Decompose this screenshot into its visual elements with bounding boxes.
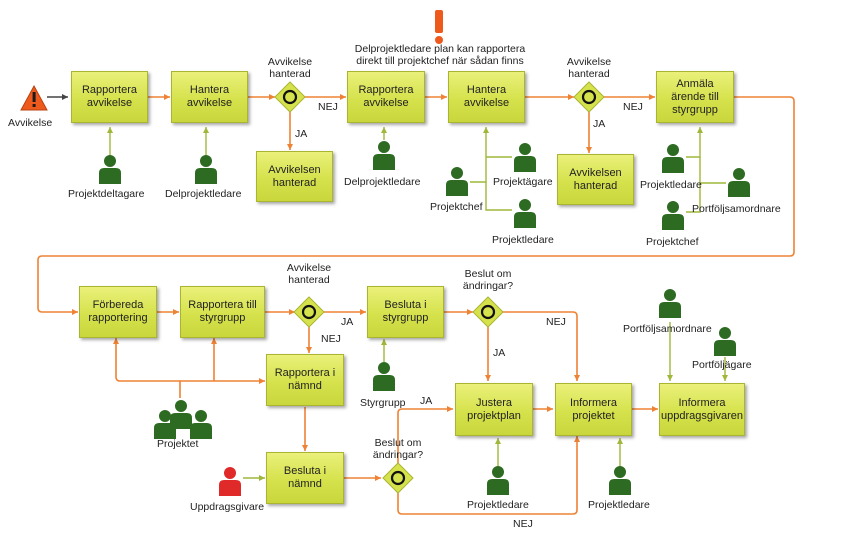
role-portfoljsamordnare-2: Portföljsamordnare	[623, 323, 712, 335]
flow-g5-informera-proj	[397, 436, 580, 515]
role-projektledare-4: Projektledare	[588, 499, 650, 511]
exclamation-icon	[435, 10, 443, 44]
task-justera-projektplan[interactable]: Justera projektplan	[455, 383, 533, 436]
annotation-text: Delprojektledare plan kan rapportera dir…	[354, 43, 526, 67]
role-projektledare-1: Projektledare	[492, 234, 554, 246]
person-uppdragsgivare-icon	[219, 467, 241, 496]
flow-g4-informera-proj	[502, 311, 580, 381]
person-delprojektledare2-icon	[373, 141, 395, 170]
associations	[107, 127, 728, 481]
role-delprojektledare-2: Delprojektledare	[344, 176, 421, 188]
task-informera-uppdragsgivaren[interactable]: Informera uppdragsgivaren	[659, 383, 745, 436]
person-projektdeltagare-icon	[99, 155, 121, 184]
group-projektet-icon	[154, 400, 212, 439]
task-rapportera-avvikelse-2[interactable]: Rapportera avvikelse	[347, 71, 425, 123]
sequence-flows	[37, 94, 795, 515]
task-avvikelsen-hanterad-1[interactable]: Avvikelsen hanterad	[256, 151, 333, 202]
gateway-g2	[573, 81, 605, 113]
person-projektagare-icon	[514, 143, 536, 172]
task-anmala-arende[interactable]: Anmäla ärende till styrgrupp	[656, 71, 734, 123]
person-delprojektledare1-icon	[195, 155, 217, 184]
person-projektchef2-icon	[662, 201, 684, 230]
flow-anmala-forbereda	[37, 96, 795, 315]
gateway-g1	[274, 81, 306, 113]
role-portfoljsamordnare-1: Portföljsamordnare	[692, 203, 781, 215]
flow-label-nej-g5: NEJ	[513, 518, 533, 530]
start-event-label: Avvikelse	[8, 117, 53, 129]
role-delprojektledare-1: Delprojektledare	[165, 188, 242, 200]
person-projektledare4-icon	[609, 466, 631, 495]
gateway-g3-label: Avvikelse hanterad	[286, 262, 332, 286]
flow-label-nej-g2: NEJ	[623, 101, 643, 113]
gateway-g4	[472, 296, 504, 328]
task-besluta-i-styrgrupp[interactable]: Besluta i styrgrupp	[367, 286, 444, 338]
person-portfoljsamordnare1-icon	[728, 168, 750, 197]
flow-label-nej-g1: NEJ	[318, 101, 338, 113]
role-projektdeltagare: Projektdeltagare	[68, 188, 145, 200]
gateway-g3	[293, 296, 325, 328]
role-projektchef-1: Projektchef	[430, 201, 483, 213]
warning-icon	[20, 84, 48, 111]
task-besluta-i-namnd[interactable]: Besluta i nämnd	[266, 452, 344, 504]
role-portfoljagare: Portföljägare	[692, 359, 752, 371]
flow-label-nej-g3: NEJ	[321, 333, 341, 345]
task-rapportera-till-styrgrupp[interactable]: Rapportera till styrgrupp	[180, 286, 265, 338]
flow-label-ja-g4: JA	[493, 347, 506, 359]
flow-g5-justera	[397, 406, 453, 464]
task-informera-projektet[interactable]: Informera projektet	[555, 383, 632, 436]
task-rapportera-avvikelse-1[interactable]: Rapportera avvikelse	[71, 71, 148, 123]
person-portfoljsamordnare2-icon	[659, 289, 681, 318]
role-projektledare-2: Projektledare	[640, 179, 702, 191]
task-hantera-avvikelse-2[interactable]: Hantera avvikelse	[448, 71, 525, 123]
flow-projektet-forbereda	[113, 338, 181, 398]
flow-label-ja-g2: JA	[593, 118, 606, 130]
person-styrgrupp-icon	[373, 362, 395, 391]
gateway-g1-label: Avvikelse hanterad	[267, 56, 313, 80]
gateway-g4-label: Beslut om ändringar?	[462, 268, 514, 292]
role-styrgrupp: Styrgrupp	[360, 397, 406, 409]
flow-label-ja-g3: JA	[341, 316, 354, 328]
role-projektagare: Projektägare	[493, 176, 553, 188]
role-uppdragsgivare: Uppdragsgivare	[190, 501, 265, 513]
gateway-g2-label: Avvikelse hanterad	[566, 56, 612, 80]
person-portfoljagare-icon	[714, 327, 736, 356]
role-projektledare-3: Projektledare	[467, 499, 529, 511]
person-projektchef1-icon	[446, 167, 468, 196]
task-hantera-avvikelse-1[interactable]: Hantera avvikelse	[171, 71, 248, 123]
task-avvikelsen-hanterad-2[interactable]: Avvikelsen hanterad	[557, 154, 634, 205]
person-projektledare1-icon	[514, 199, 536, 228]
flow-label-ja-g1: JA	[295, 128, 308, 140]
flow-label-nej-g4: NEJ	[546, 316, 566, 328]
role-projektchef-2: Projektchef	[646, 236, 699, 248]
flow-label-ja-g5: JA	[420, 395, 433, 407]
person-projektledare2-icon	[662, 144, 684, 173]
task-forbereda-rapportering[interactable]: Förbereda rapportering	[79, 286, 157, 338]
person-projektledare3-icon	[487, 466, 509, 495]
gateway-g5	[382, 462, 414, 494]
gateway-g5-label: Beslut om ändringar?	[372, 437, 424, 461]
task-rapportera-i-namnd[interactable]: Rapportera i nämnd	[266, 354, 344, 406]
role-projektet: Projektet	[157, 438, 199, 450]
